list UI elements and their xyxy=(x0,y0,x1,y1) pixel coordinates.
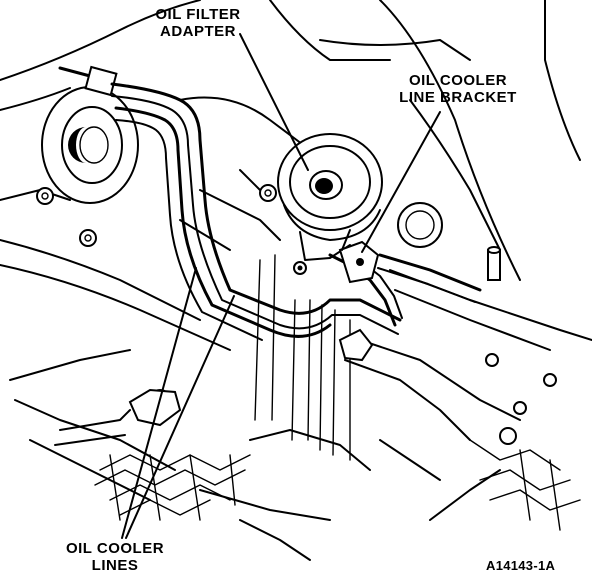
leader-oil-cooler-lines-2 xyxy=(125,295,235,539)
oil-cooler-lines xyxy=(58,65,482,341)
leader-oil-cooler-line-bracket xyxy=(361,111,441,253)
leader-lines xyxy=(121,33,441,539)
callout-oil-cooler-lines: OIL COOLER LINES xyxy=(50,540,180,574)
lower-fittings xyxy=(54,328,374,446)
callout-oil-filter-adapter: OIL FILTER ADAPTER xyxy=(128,6,268,40)
callout-oil-cooler-line-bracket-line2: LINE BRACKET xyxy=(399,89,517,106)
oil-filter-adapter xyxy=(277,133,383,261)
figure-id: A14143-1A xyxy=(486,558,556,573)
oil-cooler-line-bracket xyxy=(338,229,380,284)
engine-block-outline xyxy=(0,0,592,561)
hatched-shadows xyxy=(94,439,581,531)
callout-oil-cooler-lines-line1: OIL COOLER xyxy=(65,540,165,557)
leader-oil-filter-adapter xyxy=(239,33,309,171)
leader-oil-cooler-lines-1 xyxy=(121,267,197,539)
crank-pulley xyxy=(41,86,139,204)
callout-oil-cooler-line-bracket-line1: OIL COOLER xyxy=(408,72,508,89)
callout-oil-cooler-line-bracket: OIL COOLER LINE BRACKET xyxy=(388,72,528,106)
callout-oil-cooler-lines-line2: LINES xyxy=(91,557,139,574)
callout-oil-filter-adapter-line2: ADAPTER xyxy=(159,23,236,40)
right-boss xyxy=(397,202,501,281)
callout-oil-filter-adapter-line1: OIL FILTER xyxy=(155,6,241,23)
